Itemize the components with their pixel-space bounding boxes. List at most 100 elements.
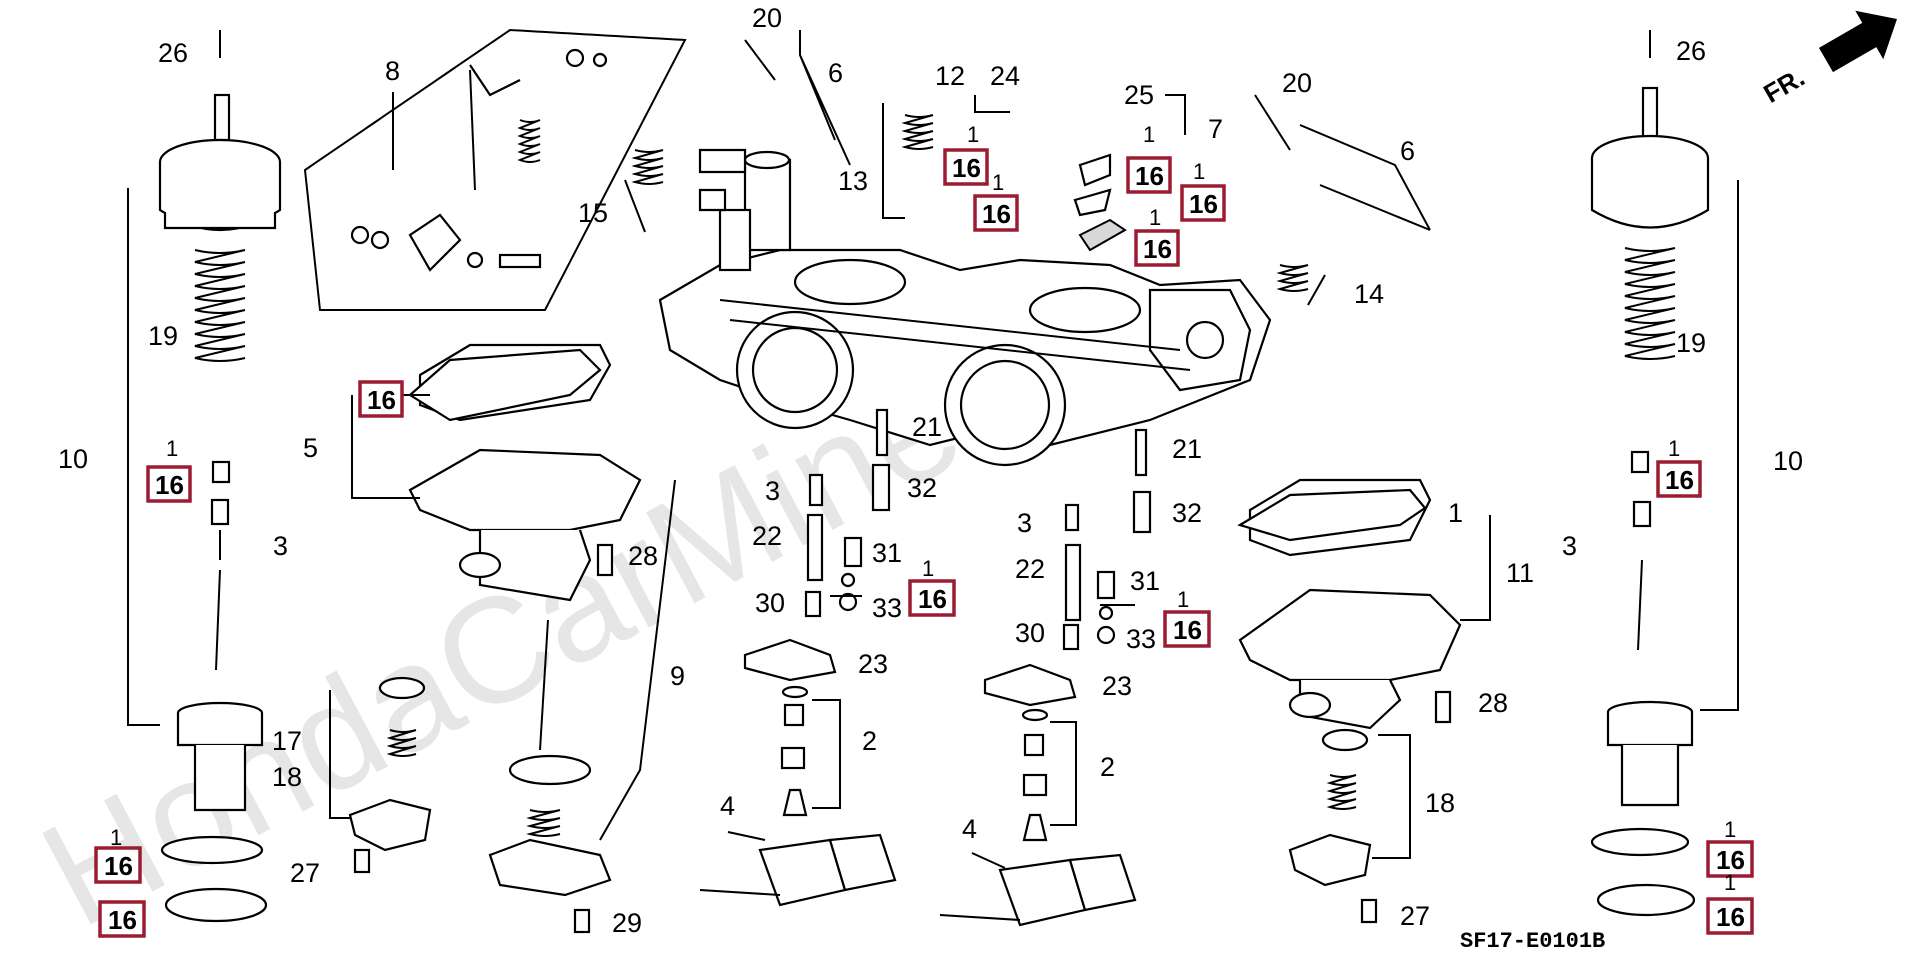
front-label: FR. [1758,62,1809,109]
svg-text:16: 16 [952,153,981,183]
part-16-box-seal-left[interactable]: 16 [98,900,146,938]
callout-6-right: 6 [1400,136,1415,166]
svg-text:1: 1 [1724,817,1736,842]
callout-31-left: 31 [872,538,902,568]
callout-1-bowl: 1 [1448,498,1463,528]
part-16-box-upper-lever-left[interactable]: 1 16 [943,122,989,186]
bracket-2-right [1050,721,1077,826]
float-left [699,833,897,907]
bracket-6-left [799,30,851,166]
part-16-box-jet-right[interactable]: 1 16 [1163,587,1211,648]
callout-3-left: 3 [273,531,288,561]
callout-15: 15 [578,198,608,228]
part-16-box-lower-lever[interactable]: 1 16 [973,170,1019,232]
diaphragm-right [1288,728,1378,924]
leader-4-left [727,831,766,841]
callout-33-left: 33 [872,593,902,623]
bracket-14 [1307,274,1326,306]
svg-text:16: 16 [1716,902,1745,932]
part-16-box-gasket-left[interactable]: 16 [358,380,404,418]
bracket-18-right [1372,734,1411,859]
callout-19-left: 19 [148,321,178,351]
callout-17: 17 [272,726,302,756]
callout-3-centre-left: 3 [765,476,780,506]
svg-text:1: 1 [1193,159,1205,184]
callout-21-right: 21 [1172,434,1202,464]
carburetor-body [658,148,1272,467]
plate-23-right [983,663,1077,707]
part-16-box-arm-lever[interactable]: 1 16 [1134,205,1180,267]
part-16-box-seal-right[interactable]: 1 16 [1706,870,1754,935]
plate-23-left [743,638,837,682]
callout-32-left: 32 [907,473,937,503]
part-16-box-piston-right[interactable]: 1 16 [1656,436,1702,498]
callout-24: 24 [990,61,1020,91]
callout-29: 29 [612,908,642,938]
vacuum-chamber-left [158,30,282,923]
callout-13: 13 [838,166,868,196]
bracket-25 [1165,94,1186,135]
bracket-9 [599,479,676,841]
part-16-box-side-lever[interactable]: 1 16 [1180,159,1226,222]
callout-18-left: 18 [272,762,302,792]
bracket-12 [974,95,1010,113]
gasket-right [1237,488,1427,542]
svg-text:16: 16 [1665,465,1694,495]
callout-2-right: 2 [1100,752,1115,782]
lever-part-7b [1073,188,1112,217]
callout-3-right: 3 [1562,531,1577,561]
callout-7: 7 [1208,114,1223,144]
bracket-10-left [127,188,160,726]
callout-9: 9 [670,661,685,691]
svg-text:16: 16 [982,199,1011,229]
callout-26-right: 26 [1676,36,1706,66]
part-16-box-jet-left[interactable]: 1 16 [908,556,956,617]
part-16-box-upper-lever-right[interactable]: 1 16 [1126,122,1172,194]
callout-23-left: 23 [858,649,888,679]
part-16-box-piston-left[interactable]: 1 16 [146,436,192,503]
callout-28-right: 28 [1478,688,1508,718]
bracket-6-right [1299,124,1431,231]
part-16-box-ring-right[interactable]: 1 16 [1706,817,1754,878]
part-16-box-ring-left[interactable]: 1 16 [94,825,142,884]
svg-text:1: 1 [1724,870,1736,895]
svg-text:1: 1 [967,122,979,147]
svg-text:16: 16 [104,851,133,881]
svg-text:1: 1 [1143,122,1155,147]
spring-14 [1276,264,1309,292]
callout-26-left: 26 [158,38,188,68]
callout-2-left: 2 [862,726,877,756]
linkage-kit-8 [303,28,687,311]
jets-right [1062,428,1152,651]
vacuum-chamber-right [1590,30,1710,917]
svg-text:1: 1 [1177,587,1189,612]
callout-5: 5 [303,433,318,463]
svg-text:16: 16 [1143,234,1172,264]
screw-6-left [744,39,776,81]
callout-18-right: 18 [1425,788,1455,818]
svg-text:1: 1 [1149,205,1161,230]
spring-13 [901,114,934,150]
callout-20-left: 20 [752,3,782,33]
callout-33-right: 33 [1126,624,1156,654]
callout-28-left: 28 [628,541,658,571]
callout-30-left: 30 [755,588,785,618]
svg-text:1: 1 [166,436,178,461]
bracket-10-right [1700,180,1739,711]
diaphragm-left [348,676,432,874]
svg-text:16: 16 [1716,845,1745,875]
callout-14: 14 [1354,279,1384,309]
front-direction-arrow-icon: FR. [1758,10,1897,109]
bracket-13 [882,103,905,219]
bracket-11 [1460,515,1491,621]
callout-8: 8 [385,56,400,86]
svg-text:1: 1 [1668,436,1680,461]
svg-text:16: 16 [918,584,947,614]
callout-12: 12 [935,61,965,91]
bracket-2-left [812,699,841,809]
accel-pump-9 [488,619,612,934]
svg-text:16: 16 [367,385,396,415]
callout-27-right: 27 [1400,901,1430,931]
spring-15 [631,149,664,185]
bracket-15 [624,179,646,233]
